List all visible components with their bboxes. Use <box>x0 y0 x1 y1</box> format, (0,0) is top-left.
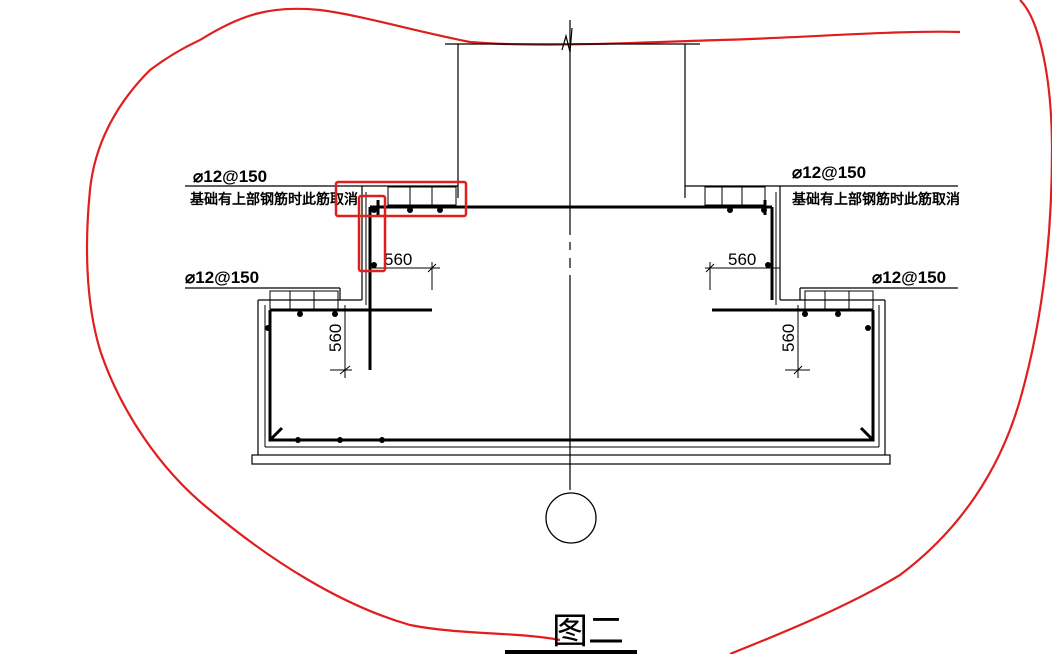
rebar-thin-lines <box>264 192 880 448</box>
dimension-lines <box>330 262 810 378</box>
note-right: 基础有上部钢筋时此筋取消 <box>792 191 960 208</box>
rebar-dots <box>265 207 871 443</box>
highlight-box-top <box>334 180 468 218</box>
foundation-outline <box>257 185 886 455</box>
top-surface-bars <box>269 186 874 310</box>
markup-highlight-boxes <box>334 180 468 273</box>
dim-right-vertical: 560 <box>779 324 798 352</box>
dim-left-vertical: 560 <box>326 324 345 352</box>
figure-caption: 图二 <box>552 611 624 652</box>
rebar-label-upper-right: ⌀12@150 <box>792 163 866 182</box>
rebar-label-lower-left: ⌀12@150 <box>185 268 259 287</box>
dim-right-horizontal: 560 <box>728 250 756 269</box>
rebar-lines <box>268 200 875 442</box>
highlight-box-side <box>357 194 387 273</box>
axis-bubble <box>545 492 597 544</box>
break-line-symbol <box>561 27 573 53</box>
label-leaders <box>185 185 958 300</box>
note-left: 基础有上部钢筋时此筋取消 <box>190 191 358 208</box>
bedding-layer <box>251 454 891 465</box>
rebar-label-upper-left: ⌀12@150 <box>193 167 267 186</box>
column <box>445 43 700 198</box>
rebar-label-lower-right: ⌀12@150 <box>872 268 946 287</box>
dim-left-horizontal: 560 <box>384 250 412 269</box>
